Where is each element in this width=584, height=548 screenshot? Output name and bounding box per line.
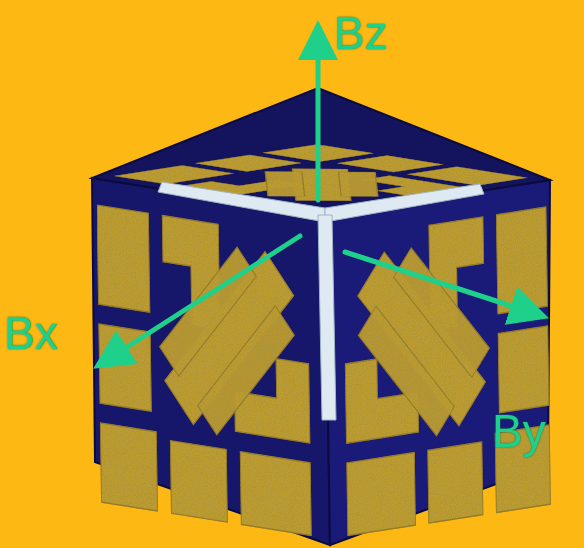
axis-label: Bz: [334, 10, 388, 56]
axis-label: Bx: [4, 310, 58, 356]
axis-label: By: [492, 408, 546, 454]
